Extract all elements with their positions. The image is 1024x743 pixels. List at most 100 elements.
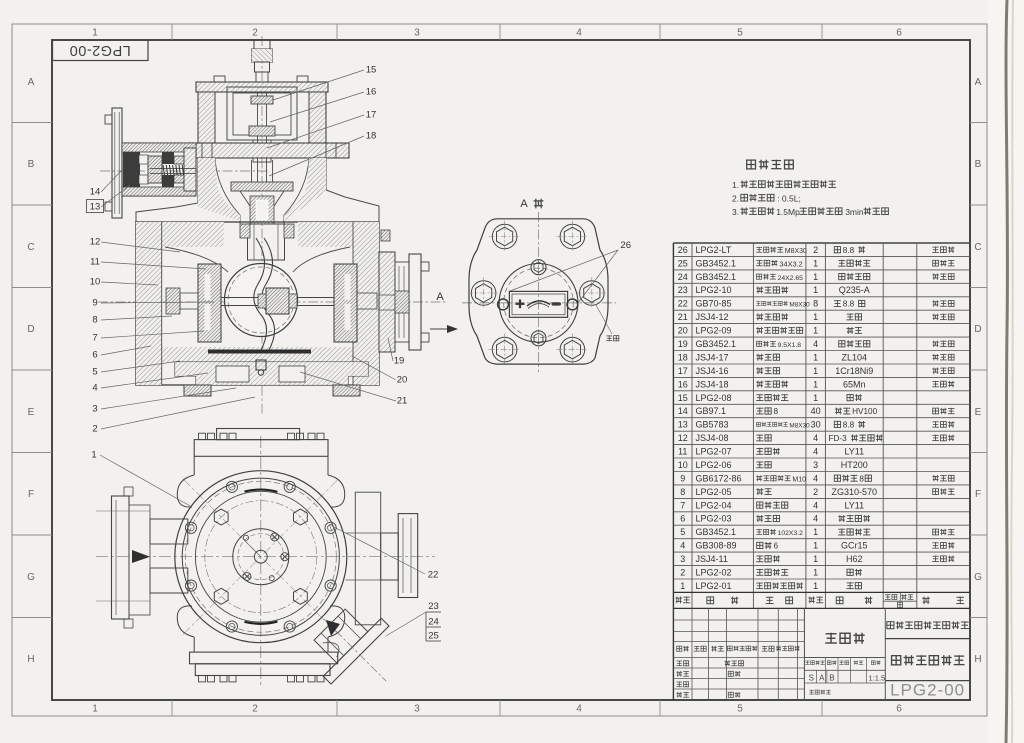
svg-text:: 0.5L;: : 0.5L; [777, 194, 801, 204]
svg-text:B: B [28, 159, 35, 170]
svg-text:18: 18 [366, 131, 377, 142]
svg-text:G: G [27, 572, 35, 583]
svg-text:B: B [829, 673, 834, 682]
svg-text:40: 40 [811, 406, 821, 416]
svg-text:1: 1 [813, 285, 818, 295]
svg-text:4: 4 [576, 704, 582, 715]
svg-text:11: 11 [678, 447, 687, 457]
svg-text:12: 12 [90, 237, 101, 248]
svg-text:LY11: LY11 [844, 500, 864, 510]
svg-text:24: 24 [428, 617, 439, 628]
svg-text:4: 4 [813, 447, 818, 457]
svg-text:8.8: 8.8 [843, 246, 855, 255]
svg-text:102X3.2: 102X3.2 [778, 530, 804, 537]
svg-text:GB3452.1: GB3452.1 [696, 527, 737, 537]
svg-text:M8X30: M8X30 [789, 302, 810, 309]
svg-text:5: 5 [737, 28, 743, 39]
svg-text:2: 2 [252, 704, 258, 715]
svg-text:C: C [974, 242, 981, 253]
svg-text:GB6172-86: GB6172-86 [696, 473, 742, 483]
svg-text:23: 23 [428, 601, 439, 612]
svg-text:A: A [975, 77, 982, 88]
svg-text:3: 3 [813, 460, 818, 470]
svg-text:LPG2-02: LPG2-02 [696, 568, 732, 578]
svg-text:14: 14 [90, 187, 101, 198]
svg-text:15: 15 [678, 393, 688, 403]
svg-text:LPG2-04: LPG2-04 [696, 500, 732, 510]
svg-text:22: 22 [678, 299, 688, 309]
svg-text:LPG2-06: LPG2-06 [696, 460, 732, 470]
svg-text:3: 3 [414, 704, 420, 715]
svg-text:JSJ4-18: JSJ4-18 [696, 379, 729, 389]
svg-text:8: 8 [859, 474, 864, 483]
svg-text:5: 5 [92, 367, 97, 378]
svg-text:LPG2-03: LPG2-03 [696, 514, 732, 524]
svg-text:5: 5 [737, 704, 743, 715]
svg-text:6: 6 [896, 28, 902, 39]
svg-text:3: 3 [680, 554, 685, 564]
svg-text:20: 20 [678, 326, 688, 336]
svg-text:1: 1 [813, 326, 818, 336]
svg-text:4: 4 [813, 514, 818, 524]
svg-text:7: 7 [680, 500, 685, 510]
svg-text:1: 1 [680, 581, 685, 591]
svg-text:A: A [436, 291, 444, 303]
svg-text:E: E [28, 407, 35, 418]
svg-text:JSJ4-17: JSJ4-17 [696, 352, 729, 362]
svg-text:6: 6 [680, 514, 685, 524]
svg-text:25: 25 [428, 631, 439, 642]
svg-text:GB5783: GB5783 [696, 420, 729, 430]
svg-text:10: 10 [678, 460, 688, 470]
svg-text:2: 2 [680, 568, 685, 578]
svg-text:30: 30 [811, 420, 821, 430]
svg-text:GB3452.1: GB3452.1 [696, 258, 737, 268]
svg-text:1: 1 [813, 393, 818, 403]
svg-text:21: 21 [397, 396, 408, 407]
svg-text:4: 4 [813, 433, 818, 443]
svg-text:1:1.5: 1:1.5 [869, 673, 886, 682]
svg-text:H62: H62 [846, 554, 863, 564]
svg-text:4: 4 [92, 383, 97, 394]
svg-text:6: 6 [774, 542, 779, 551]
svg-text:3: 3 [92, 404, 97, 415]
svg-text:13: 13 [90, 202, 101, 213]
svg-text:12: 12 [678, 433, 688, 443]
svg-text:A: A [520, 198, 528, 210]
svg-text:GCr15: GCr15 [841, 541, 868, 551]
svg-text:GB97.1: GB97.1 [696, 406, 727, 416]
svg-text:1: 1 [813, 379, 818, 389]
svg-text:1: 1 [813, 554, 818, 564]
svg-text:JSJ4-11: JSJ4-11 [696, 554, 728, 564]
svg-text:4: 4 [813, 473, 818, 483]
svg-text:1: 1 [813, 581, 818, 591]
svg-text:HT200: HT200 [841, 460, 868, 470]
svg-text:LPG2-00: LPG2-00 [69, 42, 131, 58]
svg-text:26: 26 [678, 245, 688, 255]
svg-text:H: H [974, 654, 981, 665]
svg-text:LPG2-01: LPG2-01 [696, 581, 732, 591]
svg-text:LPG2-09: LPG2-09 [696, 326, 732, 336]
svg-text:Q235-A: Q235-A [839, 285, 870, 295]
svg-text:1: 1 [813, 568, 818, 578]
svg-text:5: 5 [680, 527, 685, 537]
svg-text:9.5X1.8: 9.5X1.8 [778, 342, 802, 349]
svg-text:1: 1 [813, 258, 818, 268]
svg-text:JSJ4-08: JSJ4-08 [696, 433, 729, 443]
svg-text:1Cr18Ni9: 1Cr18Ni9 [835, 366, 873, 376]
svg-text:M10: M10 [792, 476, 806, 483]
svg-text:JSJ4-12: JSJ4-12 [696, 312, 729, 322]
svg-text:F: F [28, 489, 34, 500]
svg-text:8: 8 [813, 299, 818, 309]
svg-text:19: 19 [394, 356, 405, 367]
svg-text:1: 1 [813, 352, 818, 362]
svg-text:10: 10 [90, 277, 101, 288]
svg-text:1: 1 [92, 28, 98, 39]
svg-text:15: 15 [366, 65, 377, 76]
svg-text:GB3452.1: GB3452.1 [696, 339, 737, 349]
svg-text:2.: 2. [732, 194, 739, 204]
svg-text:GB3452.1: GB3452.1 [696, 272, 737, 282]
svg-text:1.: 1. [732, 180, 739, 190]
svg-text:18: 18 [678, 352, 688, 362]
svg-text:9: 9 [680, 473, 685, 483]
svg-text:FD-3: FD-3 [829, 434, 848, 443]
